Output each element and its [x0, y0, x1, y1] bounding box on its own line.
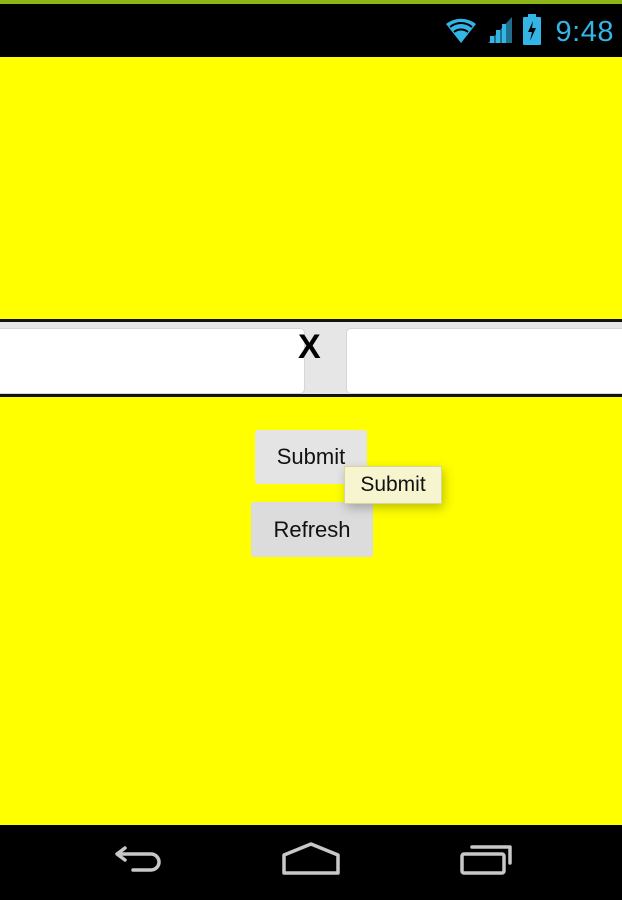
- refresh-button[interactable]: Refresh: [251, 502, 373, 557]
- submit-tooltip: Submit: [344, 466, 442, 504]
- recent-apps-icon: [458, 841, 518, 882]
- wifi-icon: [444, 15, 478, 50]
- home-icon: [280, 841, 342, 882]
- navigation-bar: [0, 825, 622, 900]
- cell-signal-icon: [486, 15, 514, 50]
- back-button[interactable]: [94, 835, 184, 887]
- battery-charging-icon: [522, 13, 542, 51]
- status-bar: 9:48: [0, 4, 622, 57]
- top-accent-strip: [0, 0, 622, 4]
- app-content: X Submit Refresh Submit: [0, 57, 622, 825]
- home-button[interactable]: [266, 835, 356, 887]
- recent-apps-button[interactable]: [443, 835, 533, 887]
- status-time: 9:48: [555, 15, 614, 48]
- input-row: X: [0, 319, 622, 397]
- left-text-field[interactable]: [0, 328, 305, 394]
- back-icon: [111, 842, 167, 881]
- submit-button[interactable]: Submit: [255, 430, 367, 484]
- right-text-field[interactable]: [346, 328, 622, 394]
- status-icons: 9:48: [444, 12, 614, 52]
- separator-x-label: X: [298, 328, 321, 366]
